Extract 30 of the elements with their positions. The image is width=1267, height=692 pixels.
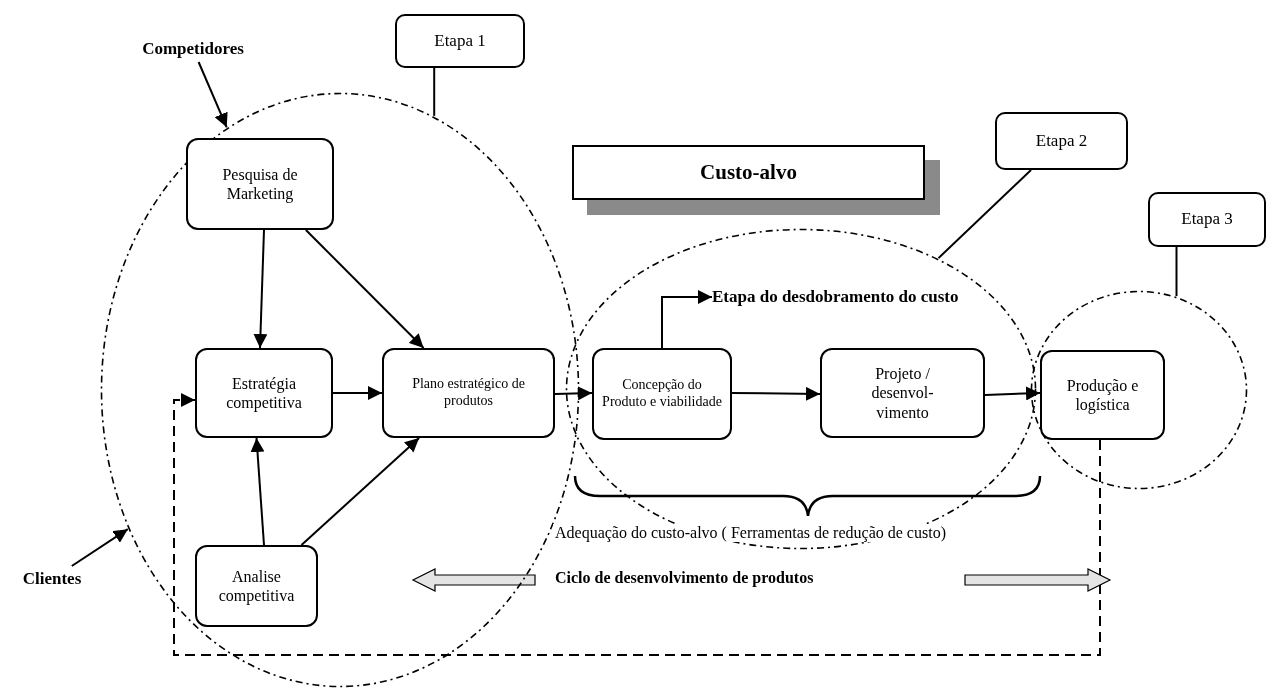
- arrow: [554, 386, 593, 401]
- annotation-text: Adequação do custo-alvo ( Ferramentas de redução de custo): [553, 524, 948, 542]
- speech-bubble: Etapa 1: [395, 14, 525, 68]
- process-box: Plano estratégico de produtos: [382, 348, 555, 438]
- process-box: Estratégia competitiva: [195, 348, 333, 438]
- speech-bubble: Etapa 2: [995, 112, 1128, 170]
- arrow: [253, 229, 268, 349]
- arrow: [731, 386, 821, 401]
- arrow: [197, 61, 228, 129]
- arrow: [173, 393, 1101, 656]
- process-box: Analise competitiva: [195, 545, 318, 627]
- stage-ellipse: [1030, 290, 1248, 490]
- callout-tail: [433, 67, 436, 117]
- cycle-label: Ciclo de desenvolvimento de produtos: [553, 569, 816, 587]
- arrow: [984, 386, 1041, 401]
- arrow: [661, 290, 713, 349]
- arrow: [304, 229, 425, 349]
- process-box: Produção e logística: [1040, 350, 1165, 440]
- annotation-text: Etapa do desdobramento do custo: [712, 286, 1012, 308]
- callout-tail: [1175, 246, 1178, 298]
- speech-bubble: Etapa 3: [1148, 192, 1266, 247]
- arrow: [70, 528, 129, 567]
- arrow: [250, 437, 265, 546]
- arrow: [332, 386, 383, 400]
- arrow: [300, 437, 421, 546]
- process-box: Concepção do Produto e viabilidade: [592, 348, 732, 440]
- callout-tail: [937, 169, 1032, 260]
- process-box: Projeto / desenvol- vimento: [820, 348, 985, 438]
- annotation-text: Competidores: [118, 36, 268, 62]
- annotation-text: Clientes: [8, 566, 96, 592]
